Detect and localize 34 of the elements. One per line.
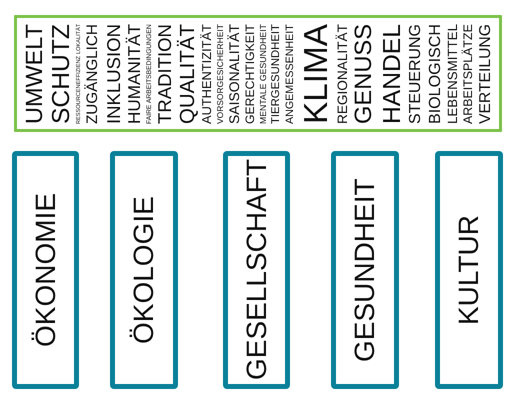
category-label: ÖKOLOGIE xyxy=(129,196,159,344)
keyword-label: ANGEMESSENHEIT xyxy=(285,24,296,124)
keyword-label: MENTALE GESUNDHEIT xyxy=(259,24,269,124)
keyword-label: KLIMA xyxy=(298,24,334,124)
keyword-label: UMWELT xyxy=(22,24,47,124)
keyword-label: INKLUSION xyxy=(104,24,123,124)
keyword-label: ARBEITSPLÄTZE xyxy=(462,24,476,124)
keyword-label: VORSORGESICHERHEIT xyxy=(216,24,226,124)
category-label: KULTUR xyxy=(454,215,484,326)
keyword-label: HANDEL xyxy=(380,24,406,124)
keyword-label: VERTEILUNG xyxy=(478,24,494,124)
keyword-label: TIERGESUNDHEIT xyxy=(270,24,283,124)
category-box xyxy=(12,151,79,389)
keyword-label: SAISONALITÄT xyxy=(227,24,242,124)
category-box xyxy=(223,151,290,389)
keyword-label: REGIONALITÄT xyxy=(336,24,350,124)
keyword-label: SCHUTZ xyxy=(48,24,75,124)
keyword-label: STEUERUNG xyxy=(408,24,424,124)
category-box xyxy=(331,151,399,389)
category-label: GESELLSCHAFT xyxy=(242,160,272,380)
word-cloud-panel xyxy=(14,15,502,132)
keyword-label: TRADITION xyxy=(154,24,174,124)
keyword-label: LEBENSMITTEL xyxy=(446,24,460,124)
keyword-label: ZUGÄNGLICH xyxy=(85,24,102,124)
category-label: ÖKONOMIE xyxy=(30,192,60,347)
keyword-label: GENUSS xyxy=(352,24,378,124)
keyword-label: QUALITÄT xyxy=(176,24,198,124)
keyword-label: GERECHTIGKEIT xyxy=(244,24,258,124)
keyword-label: HUMANITÄT xyxy=(125,24,144,124)
category-box xyxy=(110,151,178,389)
keyword-label: BIOLOGISCH xyxy=(426,24,444,124)
category-box xyxy=(435,151,503,389)
keyword-label: AUTHENTIZITÄT xyxy=(200,24,214,124)
category-label: GESUNDHEIT xyxy=(350,178,380,362)
